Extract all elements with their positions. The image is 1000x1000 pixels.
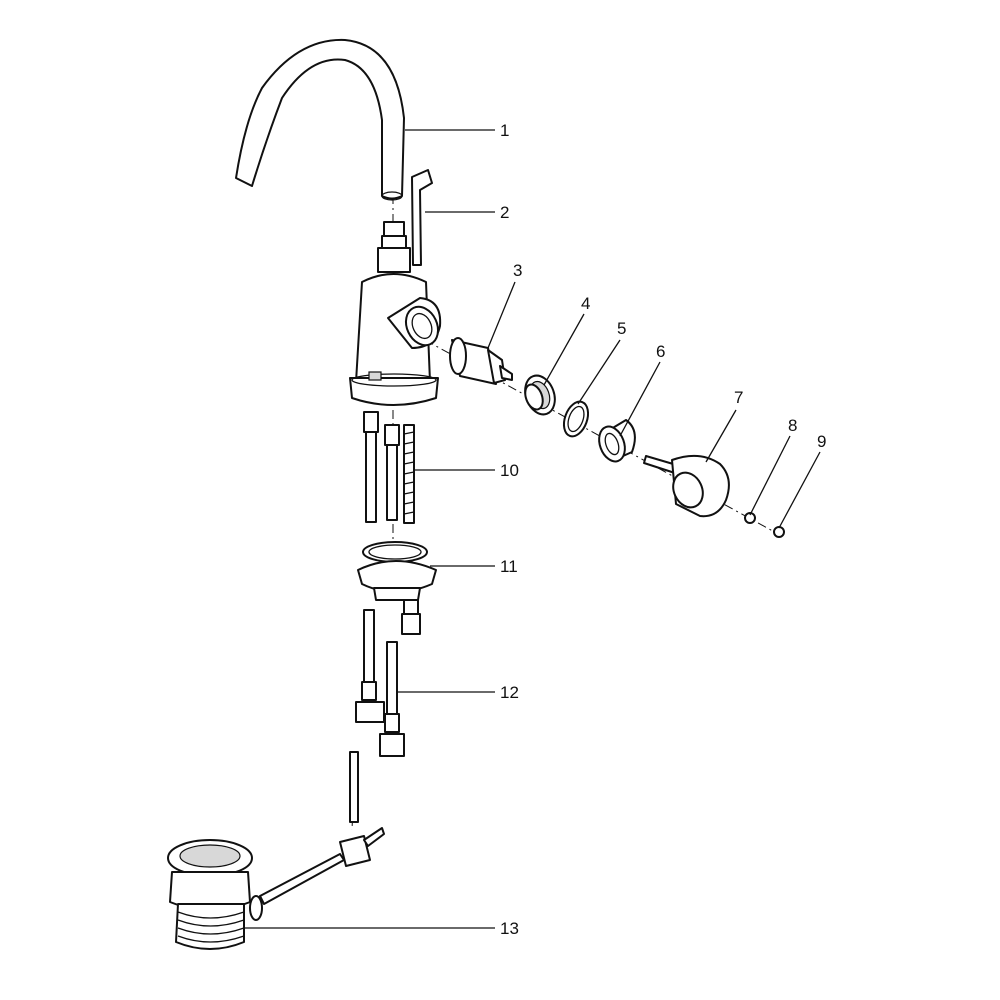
part-7-lever-handle — [643, 454, 730, 518]
callout-9: 9 — [817, 432, 826, 451]
part-3-cartridge — [449, 337, 513, 385]
callout-labels: 1 2 3 4 5 6 7 8 9 10 11 12 13 — [500, 121, 826, 938]
part-8-screw — [744, 512, 756, 524]
callout-12: 12 — [500, 683, 519, 702]
callout-5: 5 — [617, 319, 626, 338]
part-9-cap — [773, 526, 785, 538]
callout-7: 7 — [734, 388, 743, 407]
part-13-drain-waste — [167, 827, 385, 950]
mixer-body — [349, 273, 442, 406]
part-6-sleeve — [598, 419, 636, 463]
callout-1: 1 — [500, 121, 509, 140]
part-10-hoses-and-stud — [363, 411, 415, 524]
part-11-mounting-set — [357, 541, 437, 635]
callout-2: 2 — [500, 203, 509, 222]
part-2-lift-rod — [411, 169, 433, 266]
part-5-o-ring — [562, 400, 590, 438]
spout-connector — [377, 221, 411, 273]
callout-10: 10 — [500, 461, 519, 480]
callout-4: 4 — [581, 294, 590, 313]
callout-8: 8 — [788, 416, 797, 435]
part-12-supply-hoses — [349, 609, 405, 823]
callout-leaders — [244, 129, 821, 929]
part-4-nut — [524, 374, 556, 416]
callout-3: 3 — [513, 261, 522, 280]
callout-13: 13 — [500, 919, 519, 938]
part-1-spout — [235, 38, 405, 201]
callout-6: 6 — [656, 342, 665, 361]
callout-11: 11 — [500, 557, 518, 576]
